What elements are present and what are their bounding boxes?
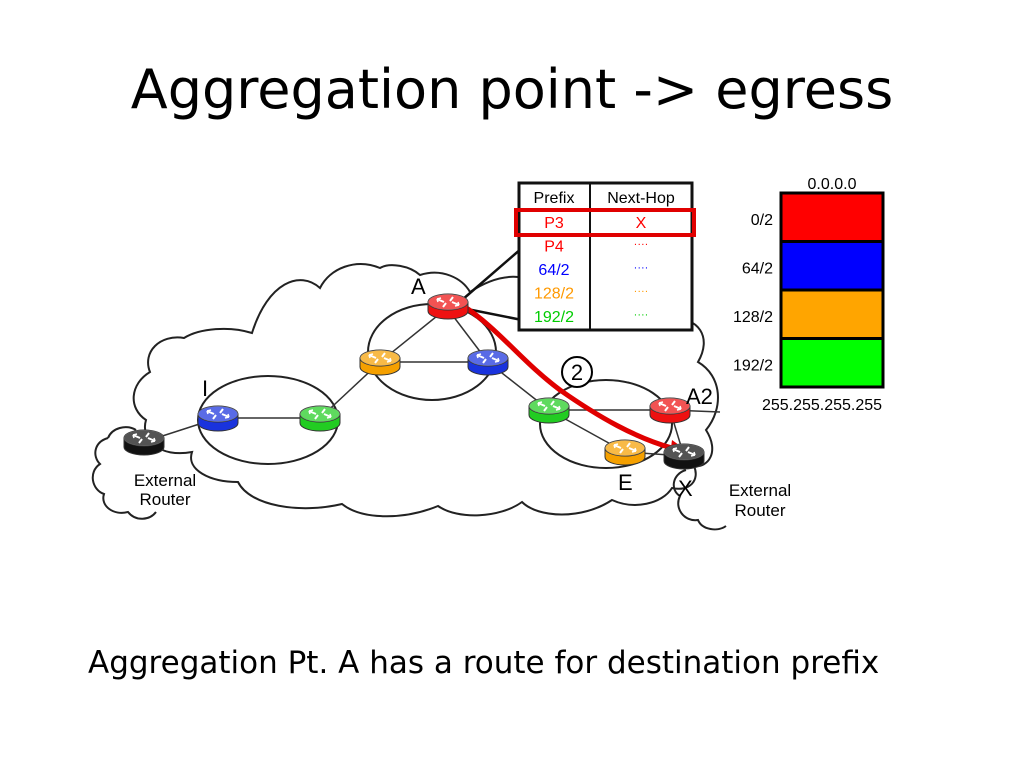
table-prefix-cell: 128/2 — [534, 286, 574, 303]
external-router-right-label-line2: Router — [734, 501, 785, 520]
slide-caption: Aggregation Pt. A has a route for destin… — [88, 645, 880, 681]
address-block — [779, 337, 885, 389]
external-cloud-right — [672, 469, 727, 531]
node-label-a2: A2 — [686, 384, 713, 409]
routing-table: Prefix Next-Hop P3 X P4 ···· 64/2 ···· 128/2 ··… — [514, 181, 696, 332]
table-next-hop-cell: X — [636, 215, 647, 232]
highlight-box — [514, 208, 696, 237]
address-space-top-label: 0.0.0.0 — [808, 176, 857, 193]
table-next-hop-cell: ···· — [634, 239, 649, 251]
address-block — [779, 288, 885, 340]
node-label-i: I — [202, 376, 208, 401]
isp-cloud-outline — [132, 263, 719, 518]
node-label-a: A — [411, 274, 426, 299]
external-router-right-label-line1: External — [729, 481, 791, 500]
router-i — [197, 405, 239, 432]
table-header-prefix: Prefix — [534, 190, 575, 207]
forwarding-path — [460, 302, 673, 451]
table-next-hop-cell: ···· — [634, 262, 649, 274]
table-prefix-cell: 192/2 — [534, 309, 574, 326]
callout-line-top — [461, 247, 523, 301]
step-marker: 2 — [561, 356, 593, 388]
external-router-left-label-line2: Router — [139, 490, 190, 509]
node-label-x: X — [678, 476, 693, 501]
router-blue-center — [467, 349, 509, 376]
router-a2 — [649, 397, 691, 424]
table-next-hop-cell: ···· — [634, 309, 649, 321]
address-block-label: 128/2 — [733, 309, 773, 326]
external-router-left — [123, 429, 165, 456]
slide-title: Aggregation point -> egress — [130, 58, 894, 121]
table-header-next-hop: Next-Hop — [607, 190, 675, 207]
address-space-bottom-label: 255.255.255.255 — [762, 397, 882, 414]
router-orange-left — [359, 349, 401, 376]
table-prefix-cell: P3 — [544, 215, 564, 232]
router-green-right — [528, 397, 570, 424]
address-block-label: 64/2 — [742, 261, 773, 278]
router-x — [663, 443, 705, 470]
router-e — [604, 439, 646, 466]
external-cloud-left — [91, 426, 157, 520]
address-block-label: 192/2 — [733, 358, 773, 375]
address-block — [779, 191, 885, 243]
address-blocks: 0/2 64/2 128/2 192/2 — [733, 191, 885, 389]
table-rows: P3 X P4 ···· 64/2 ···· 128/2 ···· 192/2 ···· — [534, 215, 648, 326]
address-block-label: 0/2 — [751, 212, 773, 229]
table-prefix-cell: 64/2 — [538, 262, 569, 279]
node-label-e: E — [618, 470, 633, 495]
router-a — [427, 293, 469, 320]
step-marker-number: 2 — [571, 360, 583, 385]
external-router-left-label-line1: External — [134, 471, 196, 490]
egress-region-e — [539, 379, 673, 469]
address-block — [779, 240, 885, 292]
address-space-bar: 0.0.0.0 0/2 64/2 128/2 192/2 255.255.255.25… — [733, 176, 885, 414]
table-next-hop-cell: ···· — [634, 286, 649, 298]
table-prefix-cell: P4 — [544, 239, 564, 256]
router-green-left — [299, 405, 341, 432]
